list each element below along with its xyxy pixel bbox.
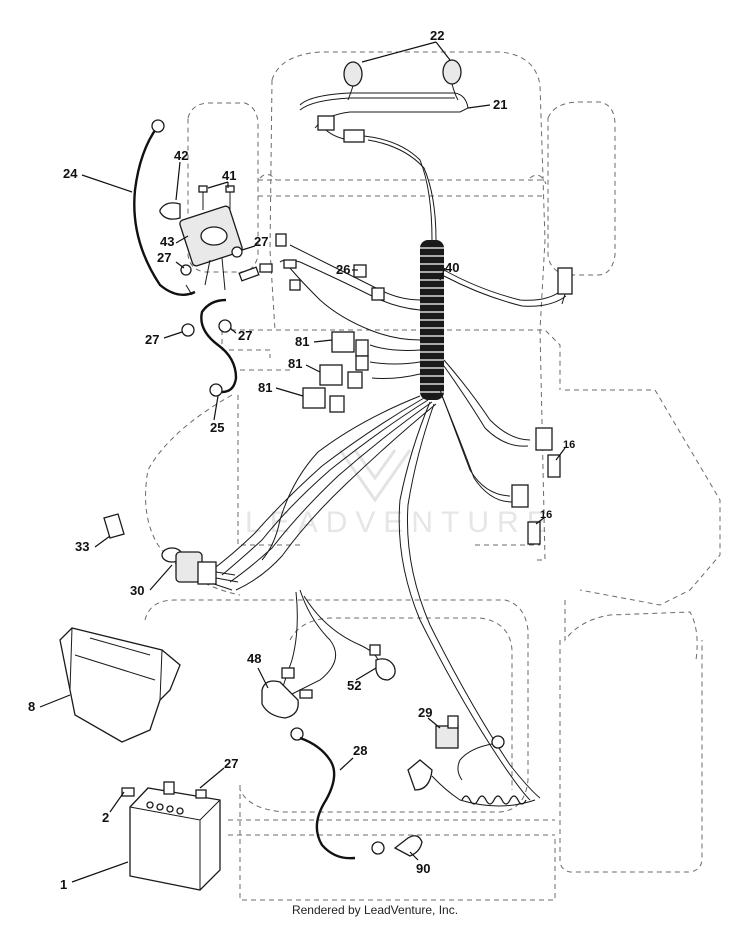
callout-41: 41 — [222, 168, 236, 183]
headlight-connector — [317, 115, 335, 131]
callout-16-a: 16 — [563, 439, 575, 451]
headlight-harness — [299, 59, 469, 143]
callout-27-d: 27 — [238, 328, 252, 343]
connector-plug — [557, 267, 573, 295]
callout-81-c: 81 — [258, 380, 272, 395]
callout-25: 25 — [210, 420, 224, 435]
callout-24: 24 — [63, 166, 78, 181]
callout-27-b: 27 — [254, 234, 268, 249]
callout-27-c: 27 — [145, 332, 159, 347]
callout-labels: 22 21 24 42 41 43 27 27 27 27 25 26 40 8… — [28, 28, 575, 892]
callout-27-a: 27 — [157, 250, 171, 265]
connector-16-lower — [527, 521, 541, 545]
callout-26: 26 — [336, 262, 350, 277]
seat-switch — [407, 715, 536, 807]
tractor-frame-outline — [144, 51, 721, 901]
ignition-key — [103, 513, 125, 539]
ignition-switch — [103, 513, 239, 591]
callout-81-b: 81 — [288, 356, 302, 371]
callout-21: 21 — [493, 97, 507, 112]
seat-switch-body — [435, 725, 459, 749]
relays — [302, 264, 385, 413]
harness-connector-b — [511, 484, 529, 508]
headlight-bulb-right — [442, 59, 462, 85]
headlight-bulb-left — [343, 61, 363, 87]
callout-42: 42 — [174, 148, 188, 163]
callout-29: 29 — [418, 705, 432, 720]
battery-tray — [59, 627, 181, 743]
callout-81-a: 81 — [295, 334, 309, 349]
callout-22: 22 — [430, 28, 444, 43]
callout-40: 40 — [445, 260, 459, 275]
callout-2: 2 — [102, 810, 109, 825]
terminal-cap — [393, 835, 423, 857]
relay-middle — [319, 364, 343, 386]
footer-credit: Rendered by LeadVenture, Inc. — [291, 903, 459, 917]
watermark-text: LEADVENTURE — [245, 506, 555, 539]
battery-cable — [290, 727, 423, 860]
relay-top — [331, 331, 355, 353]
main-harness — [211, 135, 567, 801]
callout-52: 52 — [347, 678, 361, 693]
connectors-16 — [511, 427, 561, 545]
callout-48: 48 — [247, 651, 261, 666]
battery — [121, 781, 221, 891]
callout-33: 33 — [75, 539, 89, 554]
callout-43: 43 — [160, 234, 174, 249]
leader-lines — [39, 41, 566, 883]
connector-26-b — [371, 287, 385, 301]
callout-90: 90 — [416, 861, 430, 876]
callout-28: 28 — [353, 743, 367, 758]
harness-plug-top — [343, 129, 365, 143]
callout-1: 1 — [60, 877, 67, 892]
corrugated-sheath — [420, 240, 444, 400]
connector-26-a — [353, 264, 367, 278]
callout-30: 30 — [130, 583, 144, 598]
callout-16-b: 16 — [540, 509, 552, 521]
callout-27-e: 27 — [224, 756, 238, 771]
relay-bottom — [302, 387, 326, 409]
right-upper-connector — [557, 267, 573, 305]
harness-connector-a — [535, 427, 553, 451]
watermark: LEADVENTURE — [245, 449, 555, 539]
callout-8: 8 — [28, 699, 35, 714]
connector-16-upper — [547, 454, 561, 478]
starter-solenoid-assembly — [133, 119, 301, 397]
light-and-connector — [261, 644, 396, 719]
